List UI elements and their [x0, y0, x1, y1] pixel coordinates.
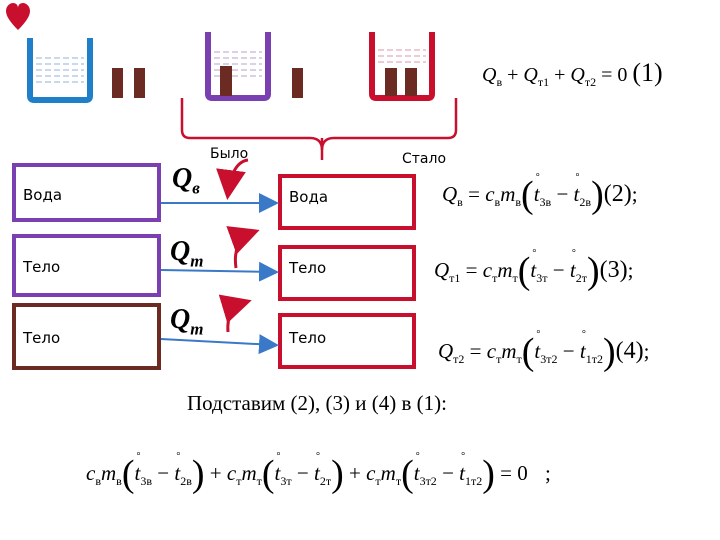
body-bar [134, 68, 145, 98]
box-water-after: Вода [278, 174, 416, 230]
equation-2: Qв = cвmв(t3в − t2в)(2); [442, 176, 638, 214]
box-body1-before: Тело [12, 234, 161, 297]
heat-arrow-up [218, 294, 252, 333]
final-equation: cвmв(t3в − t2в) + cтmт(t3т − t2т) + cтmт… [86, 455, 551, 493]
box-label: Тело [289, 259, 327, 277]
box-label: Тело [23, 258, 61, 276]
arrow-body2 [160, 334, 279, 355]
body-bar [112, 68, 123, 98]
arrow-body1 [160, 261, 279, 282]
equation-1: Qв + Qт1 + Qт2 = 0 (1) [482, 58, 663, 89]
box-body1-after: Тело [278, 245, 416, 301]
box-label: Вода [23, 186, 63, 204]
box-water-before: Вода [12, 163, 161, 222]
box-body2-after: Тело [278, 313, 416, 369]
beaker-red [369, 32, 435, 101]
box-label: Тело [289, 329, 327, 347]
heart-icon [6, 3, 30, 30]
top-illustration [6, 3, 458, 160]
label-bylo: Было [210, 146, 249, 162]
heat-arrow-down [216, 158, 249, 200]
equation-3: Qт1 = cтmт(t3т − t2т)(3); [434, 252, 633, 290]
heat-label-body2: Qт [170, 304, 204, 339]
box-label: Тело [23, 329, 61, 347]
label-stalo: Стало [402, 151, 447, 167]
box-label: Вода [289, 188, 329, 206]
beaker-purple [205, 32, 271, 101]
body-bar [292, 68, 303, 98]
equation-4: Qт2 = cтmт(t3т2 − t1т2)(4); [438, 333, 649, 371]
heat-arrow-up [226, 226, 260, 269]
substitute-text: Подставим (2), (3) и (4) в (1): [187, 391, 447, 415]
equation-number: (1) [632, 58, 663, 87]
box-body2-before: Тело [12, 303, 161, 370]
heat-label-body1: Qт [170, 236, 204, 271]
heat-label-water: Qв [172, 163, 200, 198]
beaker-water [27, 38, 93, 103]
